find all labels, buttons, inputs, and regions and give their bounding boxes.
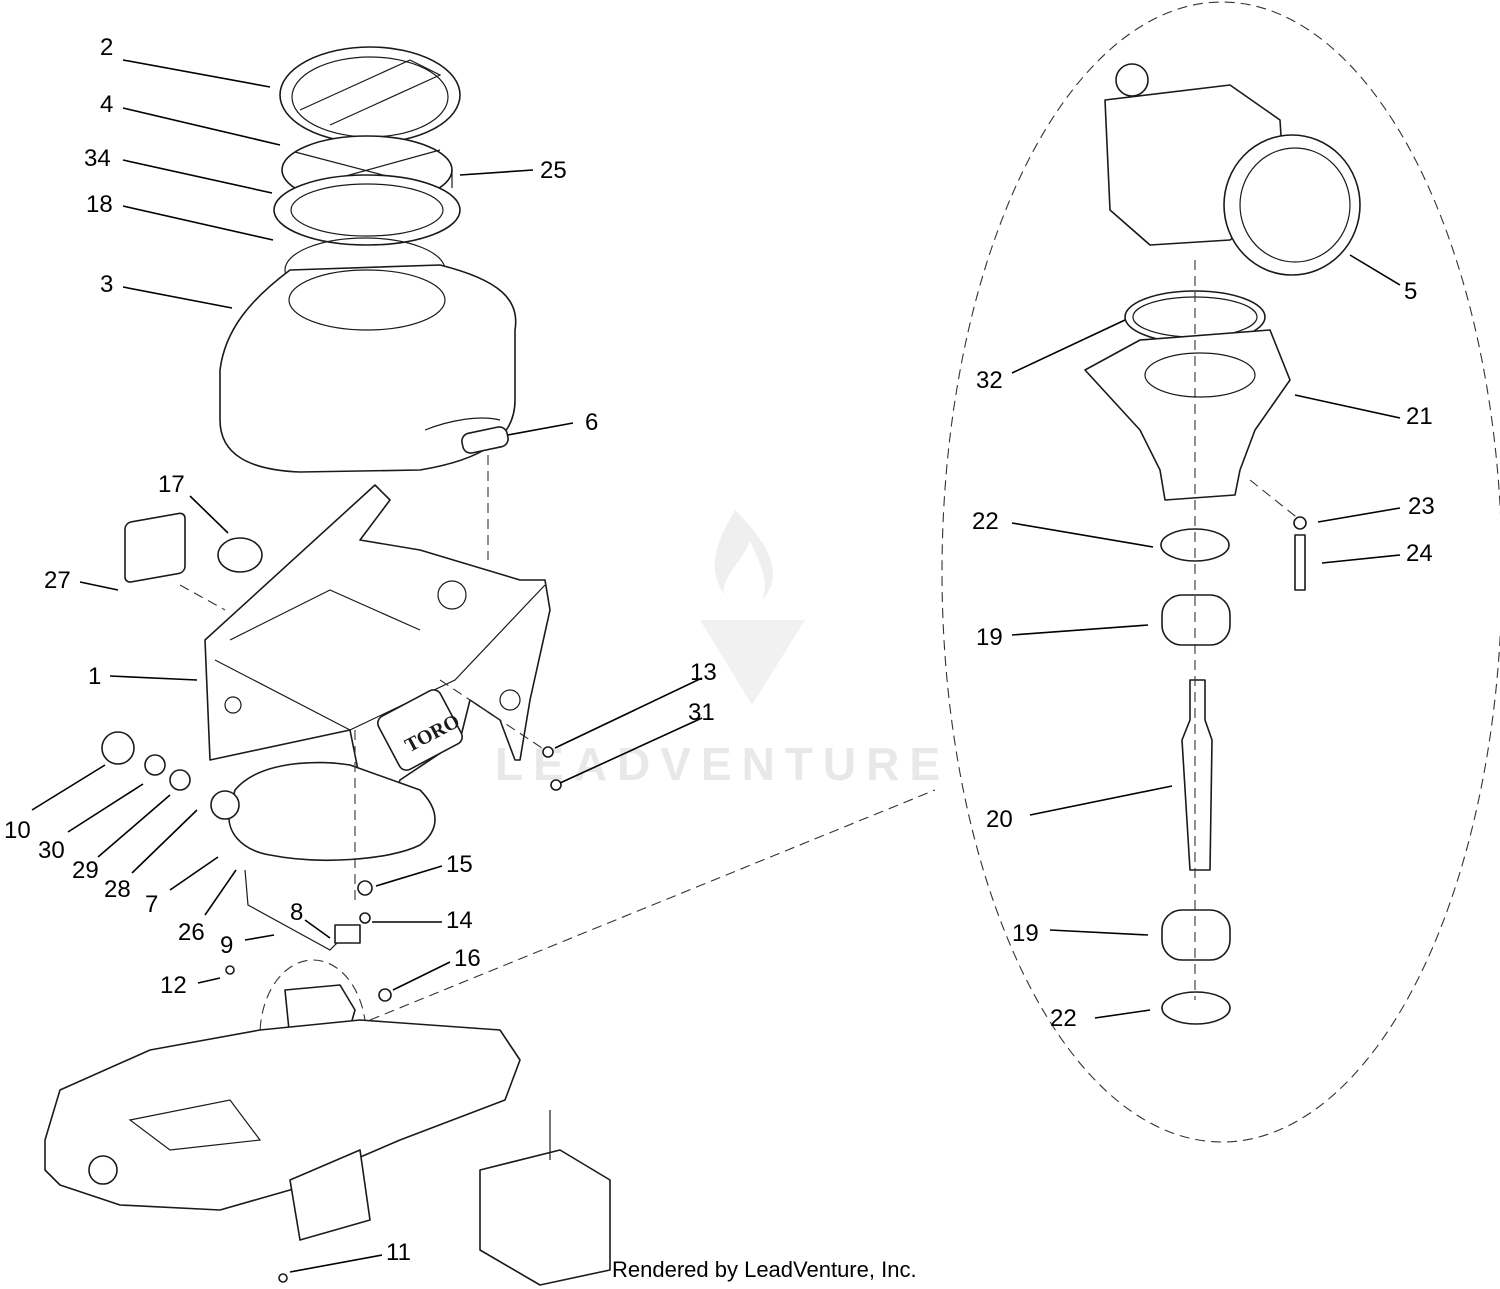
bracket-8: [334, 924, 361, 944]
render-credit: Rendered by LeadVenture, Inc.: [612, 1257, 917, 1282]
callout-3: 3: [100, 271, 113, 298]
screw-12: [225, 965, 235, 975]
callout-4: 4: [100, 91, 113, 118]
callout-labels: 2 4 34 18 3 25 6 17 27 1 13 31 10 30 29 …: [4, 34, 1435, 1266]
retaining-ring: [273, 174, 461, 246]
callout-6: 6: [585, 409, 598, 436]
callout-18: 18: [86, 191, 113, 218]
nut-31: [550, 779, 562, 791]
screw-11: [278, 1273, 288, 1283]
leader-lines: [31, 59, 1401, 1273]
callout-21: 21: [1406, 403, 1433, 430]
washer-14: [359, 912, 371, 924]
callout-11: 11: [386, 1239, 411, 1266]
watermark-text: LEADVENTURE: [495, 738, 950, 790]
callout-25: 25: [540, 157, 567, 184]
bearing-lower: [1161, 909, 1231, 961]
callout-12: 12: [160, 972, 187, 999]
callout-13: 13: [690, 659, 717, 686]
base-deck: [44, 1019, 521, 1211]
callout-8: 8: [290, 899, 303, 926]
callout-28: 28: [104, 876, 131, 903]
shaft: [1181, 679, 1213, 871]
callout-16: 16: [454, 945, 481, 972]
callout-32: 32: [976, 367, 1003, 394]
callout-14: 14: [446, 907, 473, 934]
snap-ring-upper: [1160, 528, 1230, 562]
washer-23: [1293, 516, 1307, 530]
bolt-24: [1294, 534, 1306, 591]
callout-1: 1: [88, 663, 101, 690]
callout-19-upper: 19: [976, 624, 1003, 651]
callout-22-lower: 22: [1050, 1005, 1077, 1032]
hopper-lid: [279, 46, 461, 144]
snap-ring-lower: [1161, 991, 1231, 1025]
callout-34: 34: [84, 145, 111, 172]
callout-29: 29: [72, 857, 99, 884]
callout-20: 20: [986, 806, 1013, 833]
callout-7: 7: [145, 891, 158, 918]
nut-13: [542, 746, 554, 758]
bearing-upper: [1161, 594, 1231, 646]
callout-22-upper: 22: [972, 508, 999, 535]
callout-24: 24: [1406, 540, 1433, 567]
callout-10: 10: [4, 817, 31, 844]
brand-plate: [377, 689, 463, 771]
callout-9: 9: [220, 932, 233, 959]
callout-27: 27: [44, 567, 71, 594]
bracket-plate: [461, 426, 509, 454]
disc-17: [217, 537, 263, 573]
callout-23: 23: [1408, 493, 1435, 520]
nut-15: [357, 880, 373, 896]
callout-30: 30: [38, 837, 65, 864]
motor-housing: [228, 761, 436, 861]
control-bracket: [479, 1149, 611, 1286]
callout-2: 2: [100, 34, 113, 61]
callout-19-lower: 19: [1012, 920, 1039, 947]
decal-27: [124, 512, 186, 583]
knob-assembly: [101, 731, 240, 820]
callout-17: 17: [158, 471, 185, 498]
agitator-bracket: [289, 1149, 371, 1241]
spinner-motor: [1104, 63, 1361, 276]
hopper: [219, 264, 517, 473]
clip-16: [378, 988, 392, 1002]
callout-26: 26: [178, 919, 205, 946]
leadventure-watermark: LEADVENTURE: [495, 510, 950, 790]
callout-5: 5: [1404, 278, 1417, 305]
callout-31: 31: [688, 699, 715, 726]
gear-housing: [1084, 329, 1291, 501]
callout-15: 15: [446, 851, 473, 878]
